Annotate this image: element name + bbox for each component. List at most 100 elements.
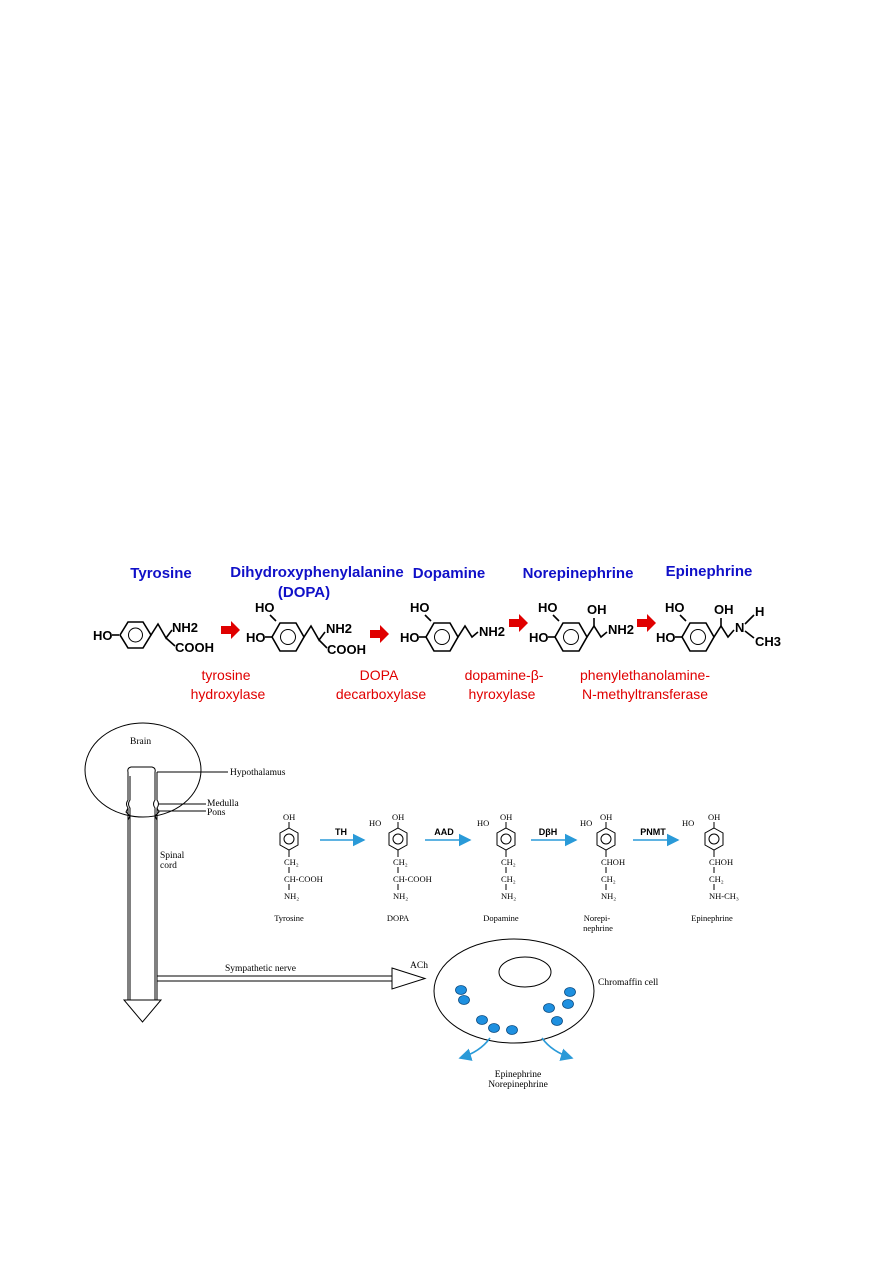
svg-text:CH₂: CH₂: [284, 857, 299, 867]
svg-text:OH: OH: [714, 602, 734, 617]
vesicle: [562, 999, 574, 1009]
svg-text:H: H: [755, 604, 764, 619]
th-label: TH: [335, 827, 347, 837]
svg-text:HO: HO: [538, 600, 558, 615]
svg-text:COOH: COOH: [175, 640, 214, 655]
pons-label: Pons: [207, 808, 226, 818]
nerve-terminal: [391, 967, 427, 990]
vesicle: [488, 1023, 500, 1033]
vesicle: [506, 1025, 518, 1035]
enzyme-2-line-2: decarboxylase: [336, 686, 426, 702]
svg-text:CH₂: CH₂: [393, 857, 408, 867]
label-tyrosine: Tyrosine: [274, 913, 304, 923]
title-dopamine: Dopamine: [413, 565, 486, 582]
small-dopa: OH HO CH₂ CH-COOH NH₂: [369, 812, 432, 901]
vesicle: [455, 985, 467, 995]
vesicle: [564, 987, 576, 997]
svg-text:NH2: NH2: [172, 620, 198, 635]
vesicle: [458, 995, 470, 1005]
anatomy-diagram: Brain Spinal cord Hypothalamus Medulla P…: [84, 722, 659, 1090]
svg-text:HO: HO: [369, 818, 381, 828]
norepinephrine-structure: HO HO OH NH2: [529, 600, 634, 652]
vesicle: [551, 1016, 563, 1026]
sympathetic-nerve-label: Sympathetic nerve: [225, 964, 296, 974]
svg-text:OH: OH: [600, 812, 612, 822]
svg-text:HO: HO: [477, 818, 489, 828]
svg-text:NH₂: NH₂: [393, 891, 408, 901]
title-dopa-abbr: (DOPA): [278, 584, 330, 601]
svg-text:HO: HO: [665, 600, 685, 615]
label-norepi-2: nephrine: [583, 923, 613, 933]
nucleus: [498, 956, 552, 988]
svg-text:HO: HO: [410, 600, 430, 615]
svg-text:HO: HO: [246, 630, 266, 645]
release-label-1: Epinephrine: [495, 1070, 541, 1080]
svg-text:CH₂: CH₂: [501, 857, 516, 867]
svg-text:CH3: CH3: [755, 634, 781, 649]
small-tyrosine: OH CH₂ CH-COOH NH₂: [279, 812, 323, 901]
reaction-arrow-2: [370, 625, 389, 643]
svg-text:NH₂: NH₂: [284, 891, 299, 901]
label-dopamine: Dopamine: [483, 913, 519, 923]
hypothalamus-label: Hypothalamus: [230, 768, 286, 778]
reaction-arrow-1: [221, 621, 240, 639]
svg-text:NH₂: NH₂: [501, 891, 516, 901]
reaction-arrow-4: [637, 614, 656, 632]
svg-text:HO: HO: [400, 630, 420, 645]
cord-label: cord: [160, 861, 177, 871]
enzyme-4-line-1: phenylethanolamine-: [580, 667, 710, 683]
tyrosine-structure: HO NH2 COOH: [93, 620, 214, 655]
svg-text:CH₂: CH₂: [601, 874, 616, 884]
dopamine-structure: HO HO NH2: [400, 600, 505, 652]
enzyme-2-line-1: DOPA: [360, 667, 399, 683]
svg-text:N: N: [735, 620, 744, 635]
svg-text:CH-COOH: CH-COOH: [393, 874, 432, 884]
label-norepi-1: Norepi-: [584, 913, 611, 923]
svg-text:CHOH: CHOH: [709, 857, 733, 867]
release-arrow-right: [541, 1037, 574, 1061]
title-epinephrine: Epinephrine: [666, 563, 753, 580]
small-norepinephrine: OH HO CHOH CH₂ NH₂: [580, 812, 625, 901]
svg-text:NH-CH₃: NH-CH₃: [709, 891, 739, 901]
svg-text:CH₂: CH₂: [501, 874, 516, 884]
reaction-arrow-3: [509, 614, 528, 632]
svg-text:NH2: NH2: [608, 622, 634, 637]
svg-text:HO: HO: [580, 818, 592, 828]
enzyme-4-line-2: N-methyltransferase: [582, 686, 708, 702]
chromaffin-cell: [433, 938, 595, 1044]
enzyme-3-line-2: hyroxylase: [469, 686, 536, 702]
aad-label: AAD: [434, 827, 454, 837]
ach-label: ACh: [410, 961, 428, 971]
svg-text:OH: OH: [708, 812, 720, 822]
svg-text:CH-COOH: CH-COOH: [284, 874, 323, 884]
title-norepinephrine: Norepinephrine: [523, 565, 634, 582]
dbh-label: DβH: [539, 827, 558, 837]
release-arrow-left: [458, 1037, 491, 1061]
svg-text:HO: HO: [529, 630, 549, 645]
svg-text:CH₂: CH₂: [709, 874, 724, 884]
brain-outline: [84, 722, 202, 818]
svg-text:NH₂: NH₂: [601, 891, 616, 901]
vesicles: [455, 985, 576, 1035]
enzyme-1-line-1: tyrosine: [201, 667, 250, 683]
chromaffin-cell-label: Chromaffin cell: [598, 977, 659, 988]
lower-pathway: OH CH₂ CH-COOH NH₂ Tyrosine TH OH HO CH₂…: [274, 812, 739, 933]
enzyme-3-line-1: dopamine-β-: [465, 667, 544, 683]
svg-text:OH: OH: [283, 812, 295, 822]
release-label-2: Norepinephrine: [488, 1080, 548, 1090]
vesicle: [476, 1015, 488, 1025]
svg-text:COOH: COOH: [327, 642, 366, 657]
enzyme-1-line-2: hydroxylase: [191, 686, 266, 702]
svg-text:NH2: NH2: [479, 624, 505, 639]
svg-text:OH: OH: [587, 602, 607, 617]
svg-text:HO: HO: [656, 630, 676, 645]
small-dopamine: OH HO CH₂ CH₂ NH₂: [477, 812, 516, 901]
label-epinephrine: Epinephrine: [691, 913, 733, 923]
epinephrine-structure: HO HO OH N H CH3: [656, 600, 781, 652]
svg-text:NH2: NH2: [326, 621, 352, 636]
svg-text:HO: HO: [255, 600, 275, 615]
label-dopa: DOPA: [387, 913, 410, 923]
top-pathway: Tyrosine Dihydroxyphenylalanine (DOPA) D…: [93, 563, 781, 702]
svg-text:HO: HO: [93, 628, 113, 643]
